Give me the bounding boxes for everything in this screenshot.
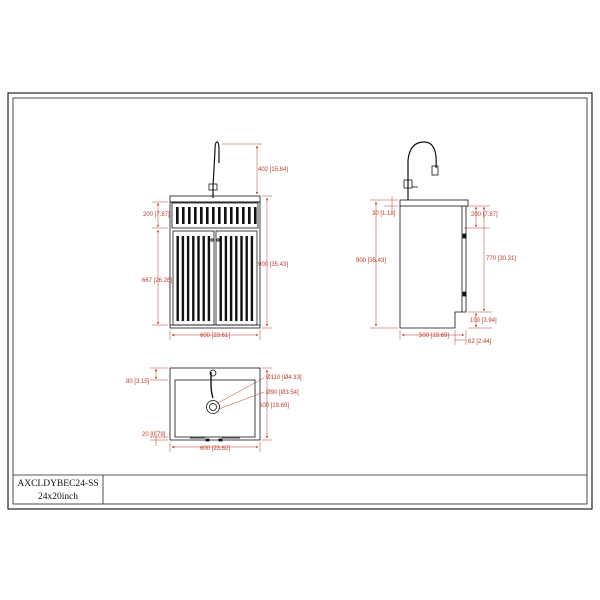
side-hinge-top [462, 233, 467, 239]
front-faucet [212, 141, 220, 198]
door-slat [181, 236, 185, 321]
side-view [399, 141, 469, 329]
door-slat [245, 236, 248, 321]
side-total-height: 900 [35.43] [356, 258, 386, 264]
top-front-ledge: 20 [0.79] [142, 432, 166, 438]
model-number: AXCLDYBEC24-SS [17, 479, 98, 489]
top-drain-outer [206, 400, 220, 414]
door-slat [186, 236, 190, 321]
side-cabinet-body [399, 206, 467, 329]
drawer-slat [254, 207, 257, 224]
drawing-border-inner [12, 97, 588, 505]
door-slat [250, 236, 254, 321]
drawer-slat [248, 207, 251, 224]
size-label: 24x20inch [38, 492, 78, 502]
drawer-slat [194, 207, 197, 224]
door-slat [235, 236, 238, 321]
drawer-slat [212, 207, 215, 224]
front-dimensions [152, 143, 272, 340]
drawer-slat [242, 207, 245, 224]
front-door-height: 667 [26.26] [142, 278, 172, 284]
front-door-knob-left [210, 238, 214, 242]
top-faucet [210, 372, 214, 399]
drawer-slat [176, 207, 179, 224]
drawer-slat [224, 207, 227, 224]
front-faucet-handle [208, 183, 218, 191]
top-faucet-hole-leader [215, 377, 265, 405]
front-door-knob-right [216, 238, 220, 242]
side-toe-kick-height: 100 [3.94] [470, 318, 497, 324]
front-drawer-height: 200 [7.87] [143, 212, 170, 218]
door-slat [192, 236, 195, 321]
door-slat [197, 236, 200, 321]
side-depth: 500 [19.69] [419, 333, 449, 339]
side-toe-kick-depth: 62 [2.44] [468, 339, 492, 345]
drawer-slat [188, 207, 191, 224]
front-cabinet-body [169, 201, 261, 329]
top-depth: 500 [19.69] [259, 403, 289, 409]
top-dimensions [150, 367, 272, 452]
door-slat [229, 236, 233, 321]
side-faucet-sprayer [431, 165, 439, 176]
side-top-thickness: 30 [1.18] [372, 211, 396, 217]
top-faucet-base [209, 369, 217, 377]
front-drawer-slats [176, 207, 257, 224]
side-countertop [399, 199, 469, 207]
top-outer-rim [169, 367, 261, 441]
drawer-slat [206, 207, 209, 224]
drawer-slat [218, 207, 221, 224]
door-slat [219, 236, 222, 321]
door-slat [240, 236, 243, 321]
drawer-slat [182, 207, 185, 224]
door-slat [202, 236, 205, 321]
front-total-height: 900 [35.43] [258, 262, 288, 268]
drawer-slat [236, 207, 239, 224]
top-drain-hole: Ø90 [Ø3.54] [266, 390, 299, 396]
door-slat [176, 236, 179, 321]
door-slat [207, 236, 211, 321]
top-drain-inner [209, 403, 217, 411]
side-body-height: 770 [30.31] [486, 256, 516, 262]
drawer-slat [200, 207, 203, 224]
front-countertop [169, 195, 261, 203]
side-dimensions [370, 196, 492, 345]
front-view [169, 141, 261, 329]
top-view [169, 367, 261, 442]
drawing-border-outer [7, 92, 593, 510]
side-faucet [407, 141, 437, 200]
front-drawer-panel [171, 202, 259, 229]
top-width: 600 [23.62] [200, 446, 230, 452]
side-drawer-height: 200 [7.87] [471, 212, 498, 218]
drawer-slat [230, 207, 233, 224]
side-hinge-bottom [462, 291, 467, 297]
top-back-ledge: 80 [3.15] [126, 379, 150, 385]
top-sink-basin [174, 379, 256, 438]
side-faucet-handle [403, 179, 413, 189]
top-faucet-hole: Ø110 [Ø4.33] [266, 375, 302, 381]
front-width: 600 [23.61] [200, 333, 230, 339]
front-door-slats [176, 236, 254, 321]
top-drain-hole-leader [218, 391, 265, 410]
door-slat [224, 236, 228, 321]
front-faucet-height: 402 [15.84] [258, 167, 288, 173]
